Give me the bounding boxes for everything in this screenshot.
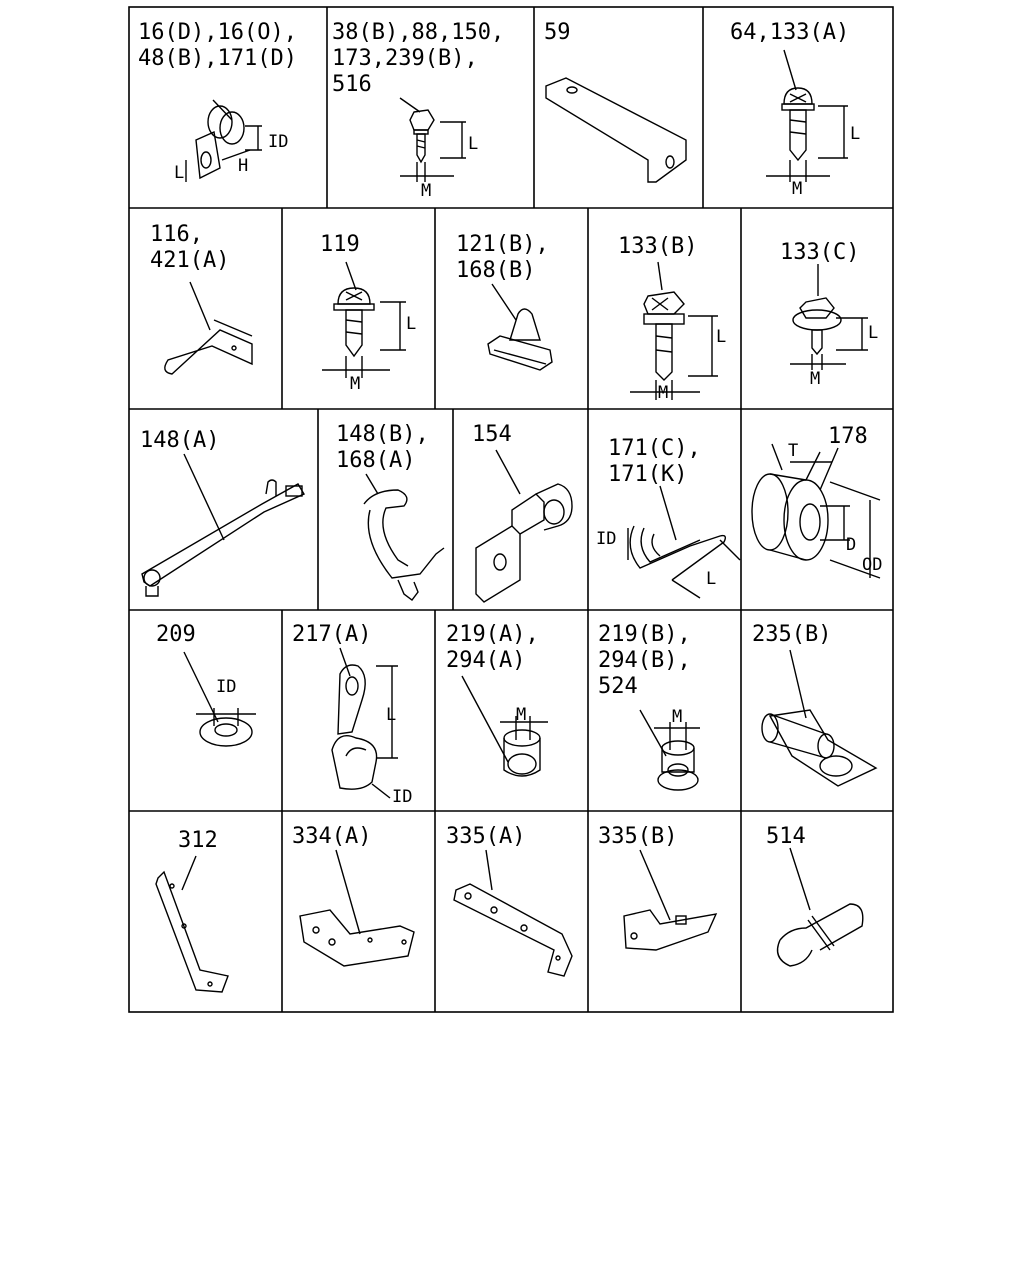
dim-c16-id: ID	[392, 787, 413, 807]
dim-c2-m: M	[421, 181, 432, 201]
part-label-c11: 148(B), 168(A)	[336, 422, 429, 473]
part-label-c13: 171(C), 171(K)	[608, 436, 701, 487]
dim-c4-l: L	[850, 124, 861, 144]
part-drawing-c24	[776, 847, 864, 967]
part-drawing-c2	[399, 97, 466, 182]
part-label-c10: 148(A)	[140, 428, 220, 453]
part-drawing-c12	[475, 449, 573, 603]
part-label-c17: 219(A), 294(A)	[446, 622, 539, 673]
dim-c14-d: D	[846, 535, 857, 555]
part-label-c22: 335(A)	[446, 824, 526, 849]
part-label-c16: 217(A)	[292, 622, 372, 647]
part-drawing-c1	[185, 99, 262, 182]
part-drawing-c20	[155, 855, 229, 993]
part-drawing-c15	[183, 651, 256, 747]
dim-c4-m: M	[792, 179, 803, 199]
part-drawing-c9	[790, 264, 868, 370]
dim-c13-l: L	[706, 569, 717, 589]
dim-c1-id: ID	[268, 132, 289, 152]
part-label-c6: 119	[320, 232, 360, 257]
dim-c8-l: L	[716, 327, 727, 347]
part-drawing-c5	[164, 281, 253, 375]
part-label-c9: 133(C)	[780, 240, 860, 265]
part-label-c19: 235(B)	[752, 622, 832, 647]
dim-c6-m: M	[350, 374, 361, 394]
part-drawing-c19	[761, 649, 878, 787]
part-drawing-c6	[322, 261, 406, 378]
part-drawing-c4	[766, 49, 848, 182]
part-drawing-c18	[639, 709, 700, 791]
part-label-c15: 209	[156, 622, 196, 647]
part-drawing-c23	[623, 849, 718, 951]
dim-c14-t: T	[788, 441, 799, 461]
part-label-c12: 154	[472, 422, 512, 447]
dim-c14-od: OD	[862, 555, 883, 575]
part-label-c5: 116, 421(A)	[150, 222, 230, 273]
part-label-c23: 335(B)	[598, 824, 678, 849]
dim-c18-m: M	[672, 707, 683, 727]
dim-c1-h: H	[238, 156, 249, 176]
part-drawing-c13	[627, 485, 741, 599]
part-label-c7: 121(B), 168(B)	[456, 232, 549, 283]
part-drawing-c7	[487, 283, 553, 371]
part-drawing-c16	[331, 647, 398, 799]
part-label-c20: 312	[178, 828, 218, 853]
dim-c8-m: M	[658, 383, 669, 403]
part-label-c18: 219(B), 294(B), 524	[598, 622, 691, 699]
dim-c17-m: M	[516, 705, 527, 725]
dim-c16-l: L	[386, 705, 397, 725]
dim-c9-m: M	[810, 369, 821, 389]
part-drawing-c10	[141, 453, 306, 597]
dim-c2-l: L	[468, 134, 479, 154]
dim-c15-id: ID	[216, 677, 237, 697]
part-label-c8: 133(B)	[618, 234, 698, 259]
part-label-c4: 64,133(A)	[730, 20, 850, 45]
part-label-c1: 16(D),16(O), 48(B),171(D)	[138, 20, 297, 71]
part-drawing-c11	[363, 473, 445, 601]
part-drawing-c3	[545, 77, 687, 183]
part-drawing-c22	[453, 849, 573, 977]
part-drawing-c8	[630, 261, 718, 400]
dim-c13-id: ID	[596, 529, 617, 549]
dim-c1-l: L	[174, 163, 185, 183]
part-label-c21: 334(A)	[292, 824, 372, 849]
dim-c9-l: L	[868, 323, 879, 343]
part-label-c14: 178	[828, 424, 868, 449]
part-drawing-c14	[751, 443, 881, 579]
part-label-c2: 38(B),88,150, 173,239(B), 516	[332, 20, 505, 97]
dim-c6-l: L	[406, 314, 417, 334]
part-label-c24: 514	[766, 824, 806, 849]
part-drawing-c17	[461, 675, 548, 777]
part-drawing-c21	[299, 849, 415, 967]
part-label-c3: 59	[544, 20, 571, 45]
